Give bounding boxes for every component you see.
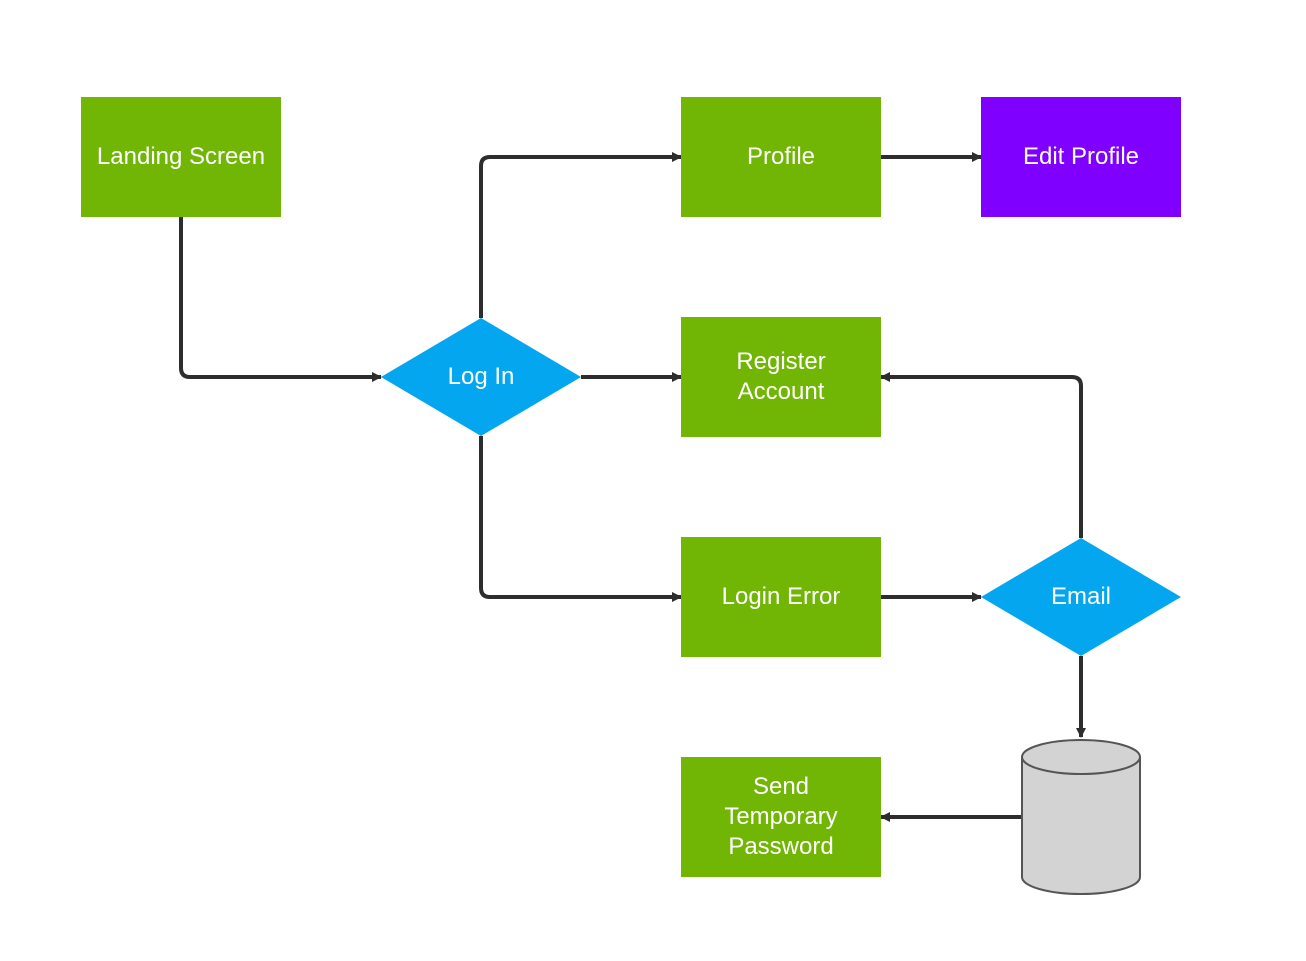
register-account-node <box>681 317 881 437</box>
log-in-decision <box>381 318 581 436</box>
edge-login-to-login-error <box>479 436 682 602</box>
send-temporary-password-node <box>681 757 881 877</box>
email-decision <box>981 538 1181 656</box>
edge-landing-to-login <box>179 217 382 382</box>
edit-profile-node <box>981 97 1181 217</box>
profile-node <box>681 97 881 217</box>
landing-screen-node <box>81 97 281 217</box>
edge-email-to-register <box>880 372 1083 538</box>
database-cylinder <box>1021 739 1141 895</box>
edge-login-to-profile <box>479 152 682 318</box>
login-error-node <box>681 537 881 657</box>
